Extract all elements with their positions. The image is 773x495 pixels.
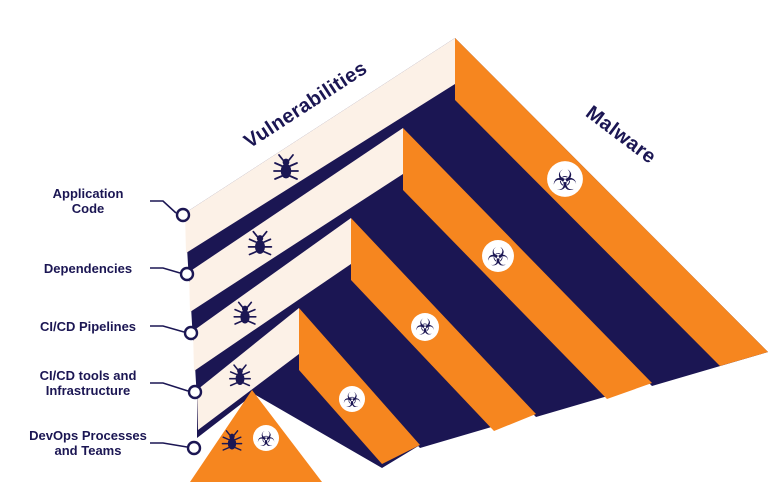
level-label-application-code: Application Code	[52, 186, 124, 217]
biohazard-icon	[252, 424, 280, 452]
level-3-left-face	[193, 218, 351, 371]
leader-dot	[186, 440, 202, 456]
leader-dot	[179, 266, 195, 282]
leader-line	[150, 442, 188, 448]
level-label-cicd-tools-infrastructure: CI/CD tools and Infrastructure	[39, 368, 137, 399]
leader-dot	[175, 207, 191, 223]
level-3-right-face	[351, 218, 536, 431]
level-4-left-face	[197, 308, 299, 430]
level-2-right-face	[403, 128, 652, 399]
biohazard-icon	[547, 161, 583, 197]
level-label-dependencies: Dependencies	[43, 261, 133, 276]
level-label-devops-processes-teams: DevOps Processes and Teams	[29, 428, 147, 459]
leader-line	[150, 325, 185, 333]
level-1-right-face	[455, 38, 768, 366]
level-label-cicd-pipelines: CI/CD Pipelines	[39, 319, 137, 334]
level-1-left-face	[185, 38, 455, 253]
biohazard-icon	[482, 240, 514, 272]
leader-line	[150, 382, 189, 392]
leader-dot	[187, 384, 203, 400]
level-2-left-face	[189, 128, 403, 312]
biohazard-icon	[338, 385, 366, 413]
leader-line	[150, 200, 177, 214]
biohazard-icon	[411, 313, 439, 341]
level-4-right-face	[299, 308, 420, 464]
leader-dot	[183, 325, 199, 341]
leader-line	[150, 267, 181, 274]
